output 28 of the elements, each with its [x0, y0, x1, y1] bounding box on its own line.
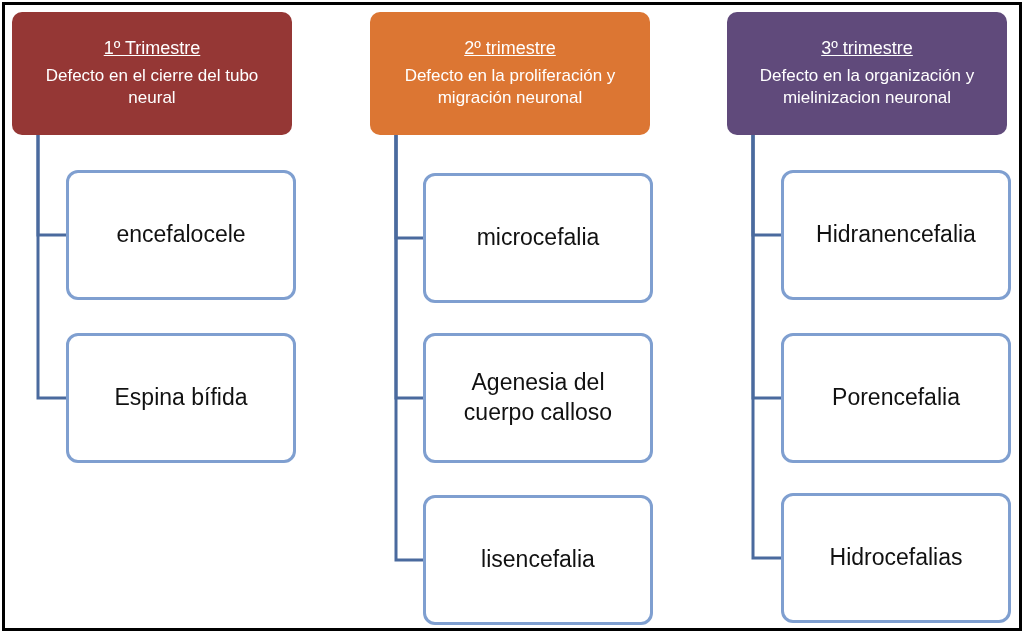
condition-box	[423, 173, 653, 303]
header-title: 3º trimestre	[821, 37, 913, 59]
condition-box	[66, 170, 296, 300]
condition-name: Porencefalia	[832, 383, 960, 413]
trimester-header-box	[727, 12, 1007, 135]
header-title: 2º trimestre	[464, 37, 556, 59]
condition-box	[423, 495, 653, 625]
condition-box	[423, 333, 653, 463]
condition-name: microcefalia	[476, 223, 600, 253]
condition-name: encefalocele	[116, 220, 246, 250]
condition-name: Espina bífida	[114, 383, 248, 413]
header-description: Defecto en el cierre del tubo neural	[44, 64, 260, 109]
condition-name: Hidranencefalia	[816, 220, 976, 250]
condition-box	[781, 493, 1011, 623]
trimester-header-box	[12, 12, 292, 135]
connector-line	[751, 135, 781, 560]
condition-box	[781, 170, 1011, 300]
header-description: Defecto en la proliferación y migración neuronal	[403, 64, 617, 109]
condition-name: Agenesia del cuerpo calloso	[462, 368, 614, 427]
header-description: Defecto en la organización y mielinizacion neuronal	[758, 64, 976, 109]
trimester-header-box	[370, 12, 650, 135]
connector-line	[36, 135, 66, 400]
condition-name: Hidrocefalias	[829, 543, 963, 573]
condition-box	[781, 333, 1011, 463]
condition-name: lisencefalia	[481, 545, 595, 575]
condition-box	[66, 333, 296, 463]
connector-line	[394, 135, 423, 562]
header-title: 1º Trimestre	[103, 37, 201, 59]
